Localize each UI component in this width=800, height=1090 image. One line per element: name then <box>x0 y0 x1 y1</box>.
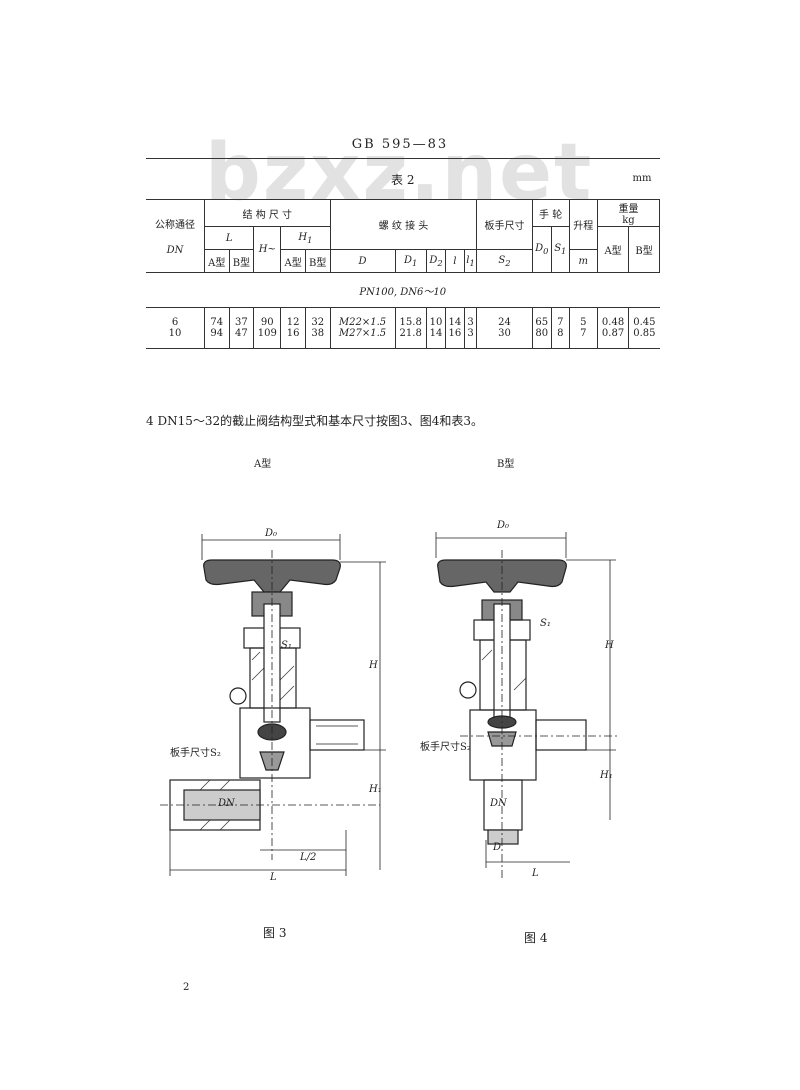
header-D2-label: D <box>429 254 438 266</box>
header-l1: l1 <box>463 249 478 273</box>
header-weight: 重量 kg <box>596 199 661 227</box>
page-number: 2 <box>183 982 190 993</box>
table-unit: mm <box>632 173 652 184</box>
header-l: l <box>445 249 465 273</box>
label-b-S1: S₁ <box>540 618 551 629</box>
header-wrench: 板手尺寸 <box>476 199 533 250</box>
label-b-H: H <box>605 640 614 651</box>
valve-drawing-a <box>160 534 386 876</box>
header-m: m <box>568 249 598 273</box>
label-a-L: L <box>270 872 277 883</box>
label-a-wrench: 板手尺寸S₂ <box>170 748 221 759</box>
label-b-wrench: 板手尺寸S₂ <box>420 742 471 753</box>
standard-header: GB 595—83 <box>351 137 449 152</box>
header-H: H~ <box>253 226 282 273</box>
figure-left-caption: 图 3 <box>263 926 287 940</box>
figure-left-title: A型 <box>254 459 272 470</box>
header-nominal: 公称通径 DN <box>146 199 205 273</box>
label-a-D0: D₀ <box>265 528 278 539</box>
label-b-DN: DN <box>490 798 507 809</box>
label-a-H: H <box>369 660 378 671</box>
label-a-H1: H₁ <box>369 784 382 795</box>
spec-table: 表 2 mm 公称通径 DN 结 构 尺 寸 螺 纹 接 头 板手尺寸 手 轮 … <box>146 158 661 349</box>
header-weight-label: 重量 <box>618 204 639 215</box>
label-b-D: D <box>493 842 502 853</box>
label-b-D0: D₀ <box>497 520 510 531</box>
table-caption: 表 2 <box>391 172 415 187</box>
header-typeA-weight: A型 <box>596 226 630 273</box>
section-row: PN100, DN6～10 <box>146 272 660 308</box>
label-b-L: L <box>532 868 539 879</box>
header-L: L <box>203 226 255 250</box>
header-D2: D2 <box>425 249 447 273</box>
header-D1: D1 <box>394 249 427 273</box>
label-a-DN: DN <box>218 798 235 809</box>
label-a-S1: S₁ <box>281 640 292 651</box>
header-thread: 螺 纹 接 头 <box>329 199 478 250</box>
header-struct: 结 构 尺 寸 <box>204 199 331 227</box>
table-caption-row: 表 2 mm <box>146 158 660 200</box>
header-D1-label: D <box>404 254 413 266</box>
header-typeA-H1: A型 <box>280 249 306 273</box>
header-D: D <box>329 249 396 273</box>
header-kg: kg <box>622 215 635 226</box>
label-b-H1: H₁ <box>600 770 613 781</box>
header-H1-label: H <box>298 231 308 243</box>
header-nominal-label: 公称通径 <box>155 220 195 231</box>
header-typeB-weight: B型 <box>628 226 660 273</box>
header-D0: D0 <box>531 226 552 273</box>
figure-right-caption: 图 4 <box>524 931 548 945</box>
header-S1-label: S <box>554 243 562 254</box>
header-hand: 手 轮 <box>531 199 570 227</box>
label-a-L2: L/2 <box>300 852 317 863</box>
section-note: 4 DN15～32的截止阀结构型式和基本尺寸按图3、图4和表3。 <box>146 414 484 428</box>
header-typeB-H1: B型 <box>304 249 331 273</box>
header-H1: H1 <box>280 226 331 250</box>
valve-drawing-b <box>435 532 620 880</box>
header-S1: S1 <box>550 226 570 273</box>
header-typeB-L: B型 <box>228 249 255 273</box>
header-l1-label: l <box>466 254 470 266</box>
header-S2: S2 <box>476 249 533 273</box>
header-D0-label: D <box>535 243 544 254</box>
header-lift: 升程 <box>568 199 598 250</box>
header-S2-label: S <box>498 254 506 266</box>
header-typeA-L: A型 <box>204 249 230 273</box>
header-dn: DN <box>166 245 184 256</box>
figure-right-title: B型 <box>497 459 515 470</box>
